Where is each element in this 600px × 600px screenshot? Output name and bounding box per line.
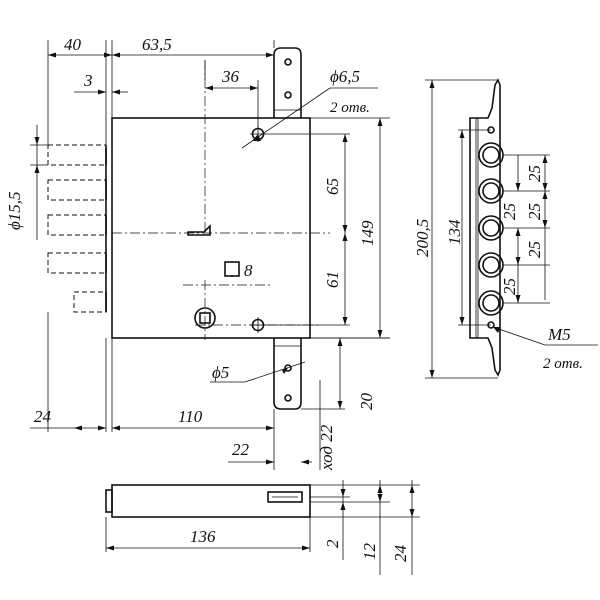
square-spindle-8 xyxy=(224,261,240,277)
dim-phi-6-5: ϕ6,5 xyxy=(330,67,360,86)
dim-110: 110 xyxy=(178,407,203,426)
dim-134: 134 xyxy=(445,219,464,245)
dim-22: 22 xyxy=(232,440,250,459)
bolts xyxy=(47,144,107,313)
dim-square-8: 8 xyxy=(244,261,253,280)
dim-149: 149 xyxy=(358,220,377,246)
faceplate-outline xyxy=(469,78,501,377)
key-slot xyxy=(187,224,211,236)
dim-3: 3 xyxy=(83,71,93,90)
dim-65: 65 xyxy=(323,178,342,195)
dim-20: 20 xyxy=(357,393,376,411)
faceplate-side-view: 200,5 134 25 25 25 25 25 M xyxy=(413,78,598,379)
lower-tab-hole-1 xyxy=(284,364,292,372)
lock-body-front-view xyxy=(47,47,330,410)
label-2-holes-m5: 2 отв. xyxy=(543,356,583,372)
dim-24: 24 xyxy=(34,407,52,426)
dim-25-5: 25 xyxy=(500,278,519,295)
dim-24-bottom: 24 xyxy=(391,545,410,563)
dim-2: 2 xyxy=(323,539,342,548)
dim-25-4: 25 xyxy=(525,241,544,258)
lower-mounting-tab xyxy=(273,338,302,410)
bolt-4 xyxy=(47,252,107,274)
bottom-view-body xyxy=(111,484,311,518)
lower-dimensions: ϕ5 24 110 22 20 ход 22 xyxy=(30,312,390,471)
upper-tab-hole-1 xyxy=(284,58,292,66)
dim-25-1: 25 xyxy=(525,165,544,182)
label-2-holes: 2 отв. xyxy=(330,100,370,116)
bottom-view-faceplate xyxy=(105,489,113,513)
dim-200-5: 200,5 xyxy=(413,219,432,257)
dim-m5: M5 xyxy=(547,325,571,344)
bolt-3 xyxy=(47,214,107,236)
right-dimensions: 65 61 149 8 xyxy=(244,117,390,339)
dim-40: 40 xyxy=(64,35,82,54)
top-dimensions: 40 63,5 36 3 ϕ6,5 2 отв. xyxy=(47,35,378,149)
dim-phi-5: ϕ5 xyxy=(212,363,229,382)
dim-36: 36 xyxy=(221,67,240,86)
bottom-view-strike xyxy=(267,491,303,503)
dim-25-3: 25 xyxy=(500,203,519,220)
dim-61: 61 xyxy=(323,271,342,288)
dim-63-5: 63,5 xyxy=(142,35,172,54)
dim-travel-22: ход 22 xyxy=(317,424,336,471)
lock-case-outline xyxy=(111,117,311,339)
dim-136: 136 xyxy=(190,527,216,546)
lower-tab-hole-2 xyxy=(284,394,292,402)
dim-phi-15-5: ϕ15,5 xyxy=(5,191,24,230)
dim-12: 12 xyxy=(360,543,379,561)
bolt-2 xyxy=(47,179,107,201)
dim-25-2: 25 xyxy=(525,203,544,220)
bolt-1 xyxy=(47,144,107,166)
upper-tab-hole-2 xyxy=(284,91,292,99)
latch-bolt xyxy=(73,291,107,313)
upper-mounting-tab xyxy=(273,47,302,118)
left-dimensions: ϕ15,5 xyxy=(5,125,48,240)
lock-bottom-view: 136 2 12 24 xyxy=(105,480,420,575)
